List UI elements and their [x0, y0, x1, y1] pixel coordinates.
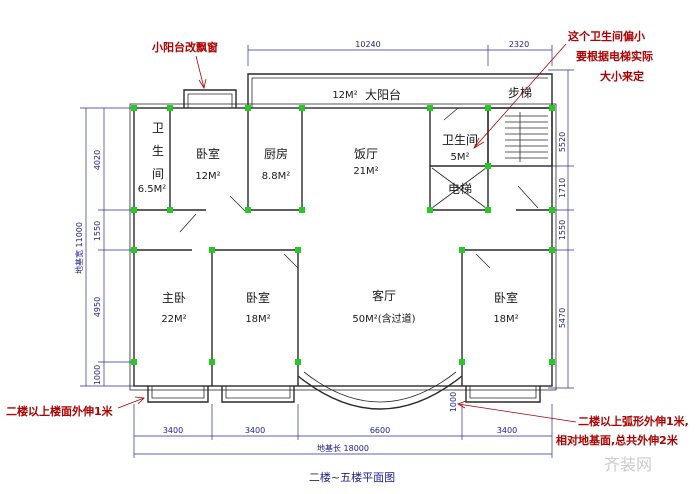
room-labels: 12M² 大阳台 卫 生 间 6.5M² 卧室 12M² 厨房 8.8M² 饭厅…: [138, 86, 532, 325]
master-name: 主卧: [162, 291, 186, 305]
dim-right-seg-3: 5470: [558, 308, 567, 328]
bedroom3-name: 卧室: [494, 290, 518, 305]
dim-left-seg-0: 4020: [93, 150, 102, 170]
dim-left-seg-2: 4950: [93, 297, 102, 317]
bedroom3-area: 18M²: [493, 314, 518, 325]
note-arc-overhang-2: 相对地基面,总共外伸2米: [556, 433, 679, 447]
bath-right-area: 5M²: [451, 152, 470, 163]
bedroom2-name: 卧室: [246, 290, 270, 305]
note-arc-overhang-1: 二楼以上弧形外伸1米,: [578, 414, 689, 428]
dining-area: 21M²: [353, 166, 378, 177]
plan-title: 二楼~五楼平面图: [309, 470, 395, 484]
bath-left-name: 卫 生 间: [152, 121, 168, 181]
balcony-name: 大阳台: [365, 87, 401, 102]
elevator-shaft: [431, 167, 487, 209]
note-bay-window: 小阳台改飘窗: [151, 40, 218, 54]
kitchen-name: 厨房: [264, 146, 288, 161]
dim-left-seg-1: 1550: [93, 221, 102, 241]
elevator-name: 电梯: [448, 182, 472, 196]
balcony-area: 12M²: [332, 90, 357, 101]
dim-right-seg-0: 5520: [558, 132, 567, 152]
dim-top-main: 10240: [355, 40, 380, 49]
top-dimensions: 10240 2320: [247, 40, 553, 66]
structural-columns: [131, 105, 555, 365]
stairs-name: 步梯: [508, 86, 532, 100]
bedroom1-area: 12M²: [195, 171, 220, 182]
bottom-dimensions: 3400 3400 6600 3400 地基长 18000 1000: [133, 392, 553, 458]
note-bathroom-offset-2: 要根据电梯实际: [576, 49, 653, 63]
dim-left-seg-3: 1000: [93, 365, 102, 385]
bath-right-name: 卫生间: [442, 133, 478, 147]
master-area: 22M²: [161, 314, 186, 325]
bedroom1-name: 卧室: [196, 146, 220, 161]
dim-right-seg-2: 1550: [558, 220, 567, 240]
dim-right-seg-1: 1710: [558, 178, 567, 198]
dim-top-stair: 2320: [509, 40, 529, 49]
kitchen-area: 8.8M²: [262, 171, 291, 182]
left-dimensions: 地基宽 11000 4020 1550 4950 1000: [74, 107, 134, 387]
dim-bottom-total: 地基长 18000: [317, 443, 369, 453]
watermark-logo: 齐装网: [604, 455, 652, 474]
note-upper-overhang: 二楼以上楼面外伸1米: [6, 404, 114, 418]
dim-bottom-seg-3: 3400: [497, 426, 517, 435]
dim-bottom-seg-2: 6600: [370, 426, 390, 435]
dining-name: 饭厅: [354, 147, 378, 161]
annotations: 小阳台改飘窗 这个卫生间偏小 要根据电梯实际 大小来定 二楼以上楼面外伸1米 二…: [6, 29, 689, 447]
walls: [129, 73, 557, 410]
dim-bottom-seg-0: 3400: [163, 426, 183, 435]
note-bathroom-offset-1: 这个卫生间偏小: [568, 29, 645, 43]
living-name: 客厅: [372, 288, 396, 303]
stair-treads: [505, 112, 548, 162]
door-swings: [179, 107, 539, 269]
right-dimensions: 5520 1710 1550 5470: [548, 69, 574, 389]
living-area: 50M²(含过道): [352, 312, 415, 325]
bath-left-area: 6.5M²: [138, 184, 167, 195]
dim-arc-depth: 1000: [449, 392, 458, 412]
dim-left-total: 地基宽 11000: [74, 222, 84, 274]
dim-bottom-seg-1: 3400: [245, 426, 265, 435]
bedroom2-area: 18M²: [245, 314, 270, 325]
note-bathroom-offset-3: 大小来定: [600, 69, 644, 83]
